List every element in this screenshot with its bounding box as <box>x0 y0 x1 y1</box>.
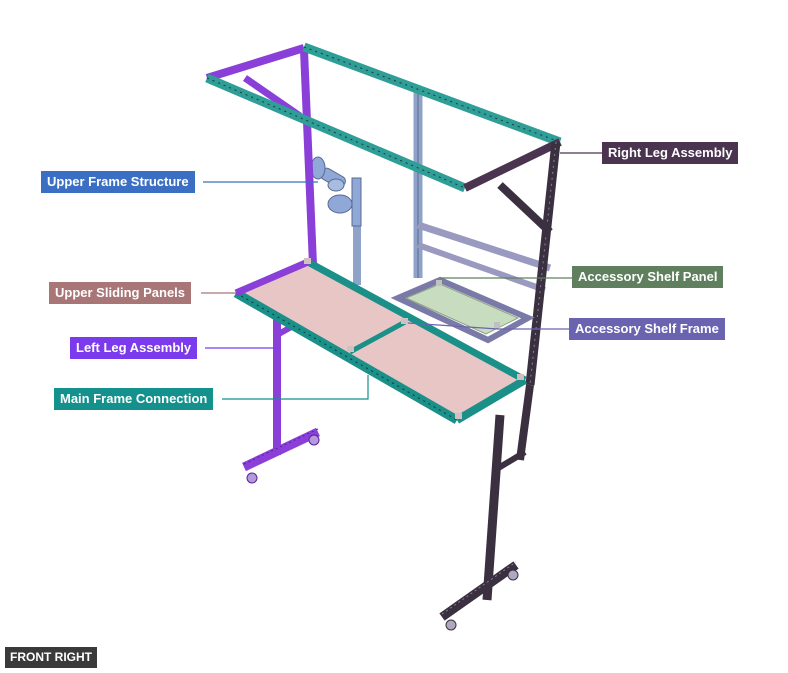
main-frame <box>233 258 528 424</box>
leader-lines <box>201 152 602 400</box>
callout-main-frame-connection: Main Frame Connection <box>54 388 214 410</box>
callout-upper-frame-structure: Upper Frame Structure <box>41 171 195 193</box>
upper-frame <box>205 42 562 193</box>
right-leg <box>439 141 561 631</box>
monitor-arm <box>310 156 362 227</box>
callout-accessory-shelf-panel: Accessory Shelf Panel <box>572 266 724 288</box>
accessory-shelf-panel <box>404 280 520 335</box>
callout-right-leg-assembly: Right Leg Assembly <box>602 142 739 164</box>
callout-accessory-shelf-frame: Accessory Shelf Frame <box>569 318 725 340</box>
callout-upper-sliding-panels: Upper Sliding Panels <box>49 282 192 304</box>
view-label: FRONT RIGHT <box>5 647 97 668</box>
rear-frame <box>353 88 552 293</box>
callout-left-leg-assembly: Left Leg Assembly <box>70 337 198 359</box>
